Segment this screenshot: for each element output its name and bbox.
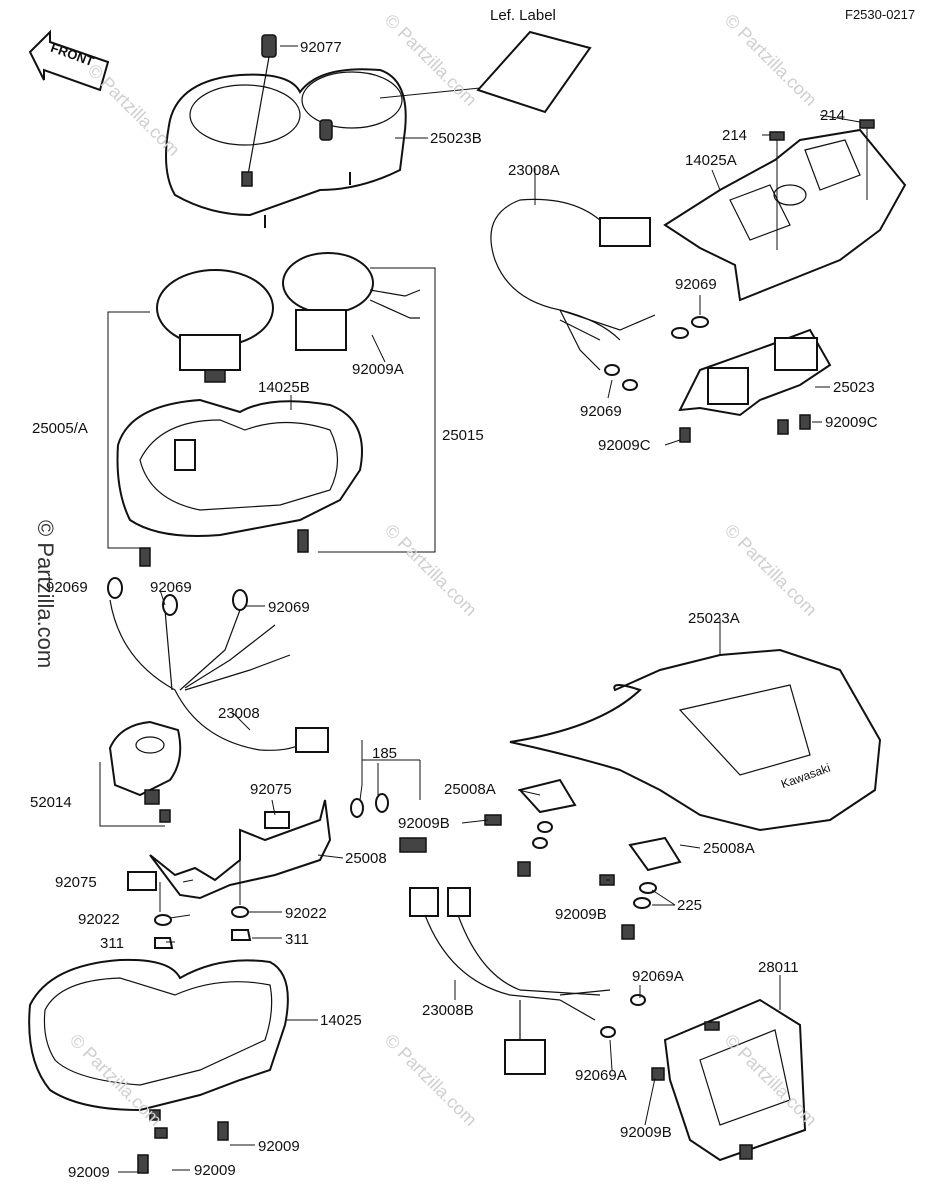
- stay-25008A-lower: [628, 836, 682, 872]
- label-92069: 92069: [150, 579, 192, 596]
- label-92075: 92075: [55, 874, 97, 891]
- meter-cover-25023B: [165, 34, 407, 228]
- label-25008A: 25008A: [444, 781, 496, 798]
- front-arrow-icon: [28, 29, 110, 92]
- upper-cowl-25023A: [509, 648, 882, 832]
- label-25008: 25008: [345, 850, 387, 867]
- label-92022: 92022: [78, 911, 120, 928]
- bracket-25008: [127, 799, 332, 900]
- label-92069A: 92069A: [632, 968, 684, 985]
- label-14025B: 14025B: [258, 379, 310, 396]
- label-225: 225: [677, 897, 703, 914]
- meter-cover-14025: [28, 958, 289, 1174]
- label-311: 311: [285, 931, 309, 948]
- label-25015: 25015: [442, 427, 484, 444]
- label-92009A: 92009A: [352, 361, 404, 378]
- label-311: 311: [100, 935, 124, 952]
- label-92009: 92009: [194, 1162, 236, 1179]
- label-92009: 92009: [68, 1164, 110, 1181]
- label-92009C: 92009C: [598, 437, 651, 454]
- label-185: 185: [372, 745, 398, 762]
- label-92022: 92022: [285, 905, 327, 922]
- label-25023B: 25023B: [430, 130, 482, 147]
- leader-lines: [118, 45, 861, 1173]
- label-214: 214: [820, 107, 846, 124]
- label-92069: 92069: [580, 403, 622, 420]
- label-14025A: 14025A: [685, 152, 737, 169]
- label-214: 214: [722, 127, 748, 144]
- cover-14025A: [663, 128, 907, 302]
- label-92069: 92069: [46, 579, 88, 596]
- label-14025: 14025: [320, 1012, 362, 1029]
- meter-case-14025B: [116, 398, 363, 537]
- label-25008A: 25008A: [703, 840, 755, 857]
- switch-52014: [99, 720, 182, 827]
- speedometer-25005A: [156, 269, 274, 383]
- label-23008A: 23008A: [508, 162, 560, 179]
- small-bolts: [484, 814, 657, 940]
- label-23008: 23008: [218, 705, 260, 722]
- label-92069: 92069: [268, 599, 310, 616]
- label-25023A: 25023A: [688, 610, 740, 627]
- label-23008B: 23008B: [422, 1002, 474, 1019]
- fuel-gauge-28011: [651, 998, 807, 1162]
- label-92009: 92009: [258, 1138, 300, 1155]
- label-92069A: 92069A: [575, 1067, 627, 1084]
- tachometer-25015: [282, 252, 421, 351]
- case-screws: [139, 529, 309, 567]
- label-92075: 92075: [250, 781, 292, 798]
- label-92009B: 92009B: [398, 815, 450, 832]
- indicator-panel-25023: [678, 328, 832, 417]
- harness-23008A: [490, 198, 709, 391]
- figure-code: F2530-0217: [845, 7, 916, 22]
- label-25023: 25023: [833, 379, 875, 396]
- label-92077: 92077: [300, 39, 342, 56]
- label-92069: 92069: [675, 276, 717, 293]
- screws-214: [769, 119, 875, 250]
- harness-23008: [107, 577, 329, 753]
- stay-25008A-upper: [518, 778, 577, 814]
- label-25005A: 25005/A: [32, 420, 88, 437]
- label-28011: 28011: [758, 959, 799, 976]
- label-92009B: 92009B: [620, 1124, 672, 1141]
- label-lef-label: Lef. Label: [490, 7, 556, 24]
- screws-92009C: [679, 414, 811, 443]
- lef-label-sheet: [379, 30, 592, 114]
- label-92009B: 92009B: [555, 906, 607, 923]
- label-92009C: 92009C: [825, 414, 878, 431]
- harness-23008B: [409, 887, 646, 1075]
- label-52014: 52014: [30, 794, 72, 811]
